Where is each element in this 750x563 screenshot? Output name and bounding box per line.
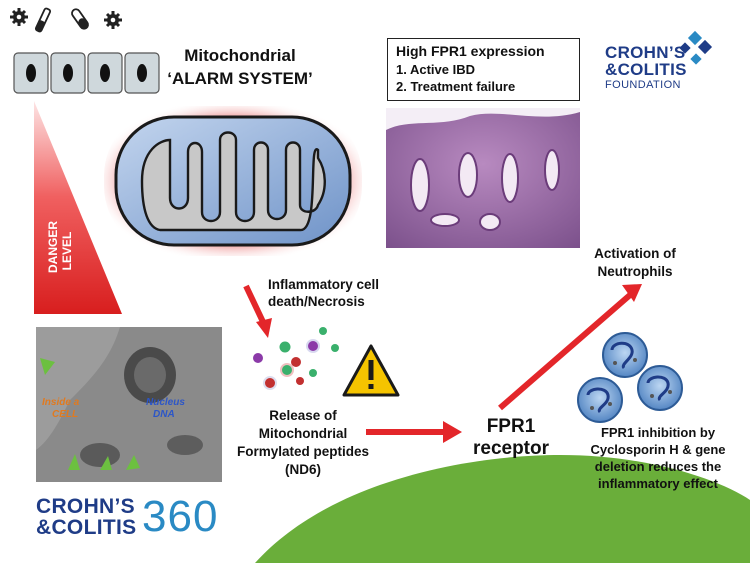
crohns-colitis-foundation-logo: CROHN’S &COLITIS FOUNDATION xyxy=(605,44,687,91)
cf-logo-line-2: &COLITIS xyxy=(605,60,687,79)
arrow-receptor-to-neutrophils xyxy=(498,284,642,411)
fpr1-box-item: 1. Active IBD xyxy=(396,62,475,77)
warning-icon xyxy=(342,344,400,397)
inflammatory-death-label: Inflammatory cell death/Necrosis xyxy=(268,276,438,310)
death-line-1: Inflammatory cell xyxy=(268,277,380,292)
inhib-line-2: Cyclosporin H & gene xyxy=(590,442,726,457)
neutro-line-1: Activation of xyxy=(594,246,676,261)
inhib-line-4: inflammatory effect xyxy=(598,476,718,491)
arrow-mito-to-peptides xyxy=(243,284,272,338)
capsule-icon xyxy=(71,8,89,30)
electron-microscopy-image xyxy=(36,327,222,482)
fpr1-box-item: 2. Treatment failure xyxy=(396,79,516,94)
formylated-peptides xyxy=(253,327,339,390)
test-tube-icon xyxy=(34,7,52,33)
histology-image xyxy=(386,108,580,248)
receptor-line-2: receptor xyxy=(472,438,550,459)
release-peptides-label: Release of Mitochondrial Formylated pept… xyxy=(228,407,378,479)
death-line-2: death/Necrosis xyxy=(268,294,365,309)
c360-number: 360 xyxy=(142,492,219,541)
inhib-line-3: deletion reduces the xyxy=(594,459,722,474)
fpr1-inhibition-label: FPR1 inhibition by Cyclosporin H & gene … xyxy=(572,424,744,492)
em-label-dna: DNA xyxy=(153,409,175,420)
danger-level-triangle xyxy=(34,101,122,314)
mitochondrion xyxy=(104,106,362,256)
release-line-4: (ND6) xyxy=(285,462,321,477)
crohns-colitis-foundation-logo-mark xyxy=(679,30,713,65)
neutrophils xyxy=(577,332,683,423)
neutro-line-2: Neutrophils xyxy=(597,264,673,279)
gear-icon xyxy=(10,8,28,26)
em-label-nucleus: Nucleus xyxy=(146,397,185,408)
cf-logo-line-1: CROHN’S xyxy=(605,43,686,62)
danger-level-label: DANGER LEVEL xyxy=(46,220,74,273)
mitochondrial-alarm-title: Mitochondrial ‘ALARM SYSTEM’ xyxy=(150,44,330,90)
neutrophil-activation-label: Activation of Neutrophils xyxy=(590,245,680,281)
release-line-2: Mitochondrial xyxy=(258,426,348,441)
c360-line-1: CROHN’S xyxy=(36,495,135,518)
em-label-inside: Inside a xyxy=(42,397,80,408)
epithelial-cells xyxy=(13,52,160,94)
arrow-peptides-to-receptor xyxy=(366,421,462,443)
em-label-cell: CELL xyxy=(52,409,79,420)
title-line-2: ‘ALARM SYSTEM’ xyxy=(167,69,313,88)
danger-line-1: DANGER xyxy=(46,220,60,273)
fpr1-expression-box: High FPR1 expression 1. Active IBD 2. Tr… xyxy=(387,38,580,101)
crohns-colitis-360-logo: CROHN’S &COLITIS xyxy=(36,495,137,539)
release-line-1: Release of xyxy=(269,408,337,423)
fpr1-receptor-label: FPR1 receptor xyxy=(466,416,556,460)
receptor-line-1: FPR1 xyxy=(486,416,536,437)
fpr1-box-heading: High FPR1 expression xyxy=(396,43,545,59)
cf-logo-line-3: FOUNDATION xyxy=(605,79,681,91)
title-line-1: Mitochondrial xyxy=(184,46,296,65)
inhib-line-1: FPR1 inhibition by xyxy=(600,425,716,440)
release-line-3: Formylated peptides xyxy=(236,444,370,459)
c360-line-2: &COLITIS xyxy=(36,516,137,539)
gear-icon xyxy=(104,11,122,29)
danger-line-2: LEVEL xyxy=(60,231,74,271)
green-arc-decoration xyxy=(255,455,750,563)
